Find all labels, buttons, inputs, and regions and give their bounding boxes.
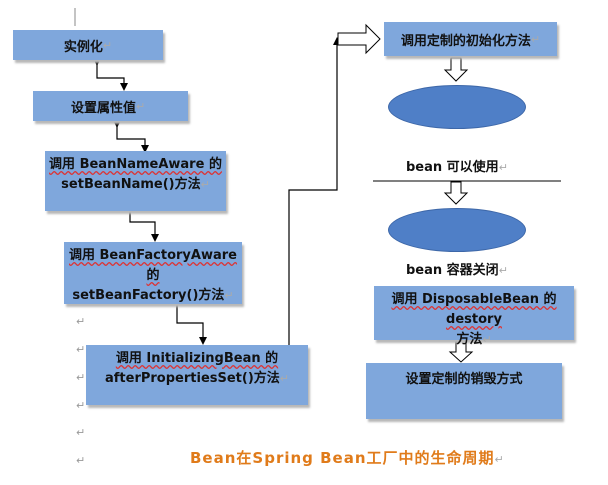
step-bean-factory-aware: 调用 BeanFactoryAware 的 setBeanFactory()方法… [64, 242, 242, 304]
step-custom-destroy: 设置定制的销毁方式 [366, 363, 562, 419]
return-mark-3: ↵ [76, 371, 86, 384]
return-mark-2: ↵ [76, 343, 86, 356]
step-custom-destroy-label: 设置定制的销毁方式 [405, 372, 523, 387]
hollow-arrow-down-3 [448, 340, 474, 363]
step-disposable-bean: 调用 DisposableBean 的 destory 方法↵ [374, 286, 574, 347]
step-disposable-bean-line1: 调用 DisposableBean 的 destory [391, 292, 557, 327]
step-instantiate: 实例化↵ [13, 30, 163, 60]
bean-container-close-text: bean 容器关闭↵ [406, 263, 508, 278]
step-bean-factory-aware-line2: setBeanFactory()方法 [72, 288, 225, 303]
connector-4 [173, 298, 207, 345]
hollow-arrow-down-1 [443, 57, 469, 82]
connector-1 [93, 58, 128, 91]
hollow-arrow-down-2 [443, 181, 469, 205]
ellipse-shutdown [388, 208, 526, 252]
step-disposable-bean-line2: 方法 [456, 332, 483, 347]
step-custom-init: 调用定制的初始化方法↵ [384, 22, 557, 56]
connector-2 [113, 120, 149, 153]
ellipse-ready [388, 85, 526, 129]
connector-3 [126, 200, 159, 242]
connector-to-init [285, 37, 341, 356]
step-set-properties-label: 设置属性值 [71, 100, 137, 116]
hollow-arrow-right [337, 23, 381, 55]
step-initializing-bean-line2: afterPropertiesSet()方法 [105, 371, 280, 386]
diagram-caption: Bean在Spring Bean工厂中的生命周期↵ [190, 449, 505, 467]
step-set-properties: 设置属性值↵ [33, 91, 188, 121]
step-bean-name-aware-line2: setBeanName()方法 [61, 177, 201, 192]
step-bean-factory-aware-line1: 调用 BeanFactoryAware 的 [69, 248, 237, 283]
step-custom-init-label: 调用定制的初始化方法 [400, 33, 531, 49]
bean-usable-text: bean 可以使用↵ [406, 160, 508, 175]
return-mark-6: ↵ [76, 454, 86, 467]
step-instantiate-label: 实例化 [63, 39, 103, 55]
step-bean-name-aware: 调用 BeanNameAware 的 setBeanName()方法↵ [45, 151, 226, 211]
step-initializing-bean-line1: 调用 InitializingBean 的 [115, 351, 279, 366]
step-initializing-bean: 调用 InitializingBean 的 afterPropertiesSet… [86, 345, 308, 405]
return-mark-4: ↵ [76, 399, 86, 412]
return-mark-5: ↵ [76, 426, 86, 439]
return-mark-1: ↵ [76, 315, 86, 328]
step-bean-name-aware-line1: 调用 BeanNameAware 的 [49, 157, 222, 172]
